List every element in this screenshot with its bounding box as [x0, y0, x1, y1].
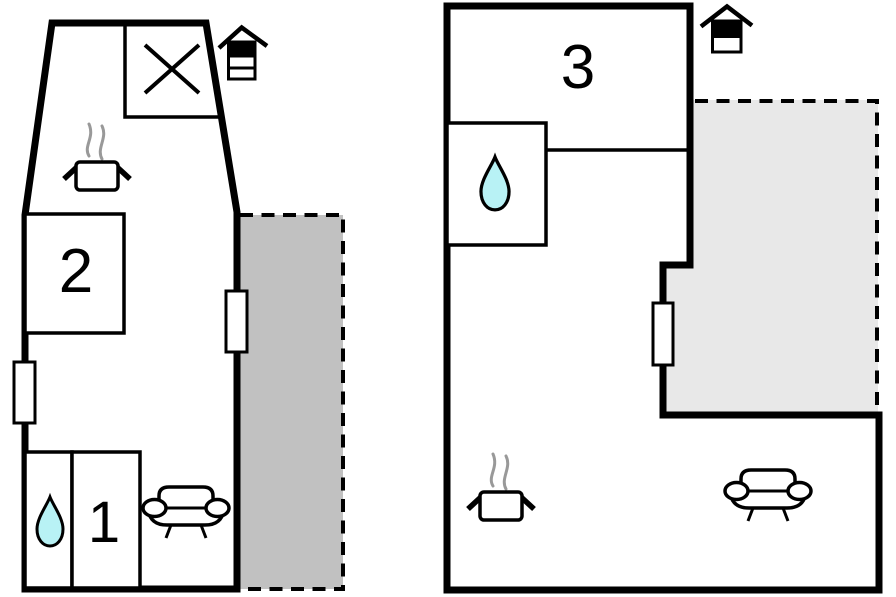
house-floor-icon	[699, 3, 754, 54]
left-floor-plan: 2 1	[12, 19, 345, 593]
stair-void-cross-icon	[143, 43, 201, 95]
window-symbol	[224, 289, 249, 354]
terrace-right-dashed-border	[695, 99, 879, 413]
terrace-left	[237, 215, 343, 589]
room-1	[70, 450, 142, 590]
room-2-label: 2	[59, 237, 93, 306]
terrace-left-dashed-border	[237, 213, 345, 591]
right-floor-plan: 3	[443, 2, 883, 594]
stair-void-room	[123, 26, 222, 119]
window-symbol	[12, 360, 37, 425]
house-floor-icon	[217, 24, 269, 81]
window-symbol	[651, 301, 675, 367]
right-building-walls	[443, 2, 883, 594]
room-2	[23, 212, 126, 335]
room-3-label: 3	[561, 33, 595, 102]
terrace-right	[666, 100, 878, 414]
room-1-label: 1	[88, 490, 120, 555]
